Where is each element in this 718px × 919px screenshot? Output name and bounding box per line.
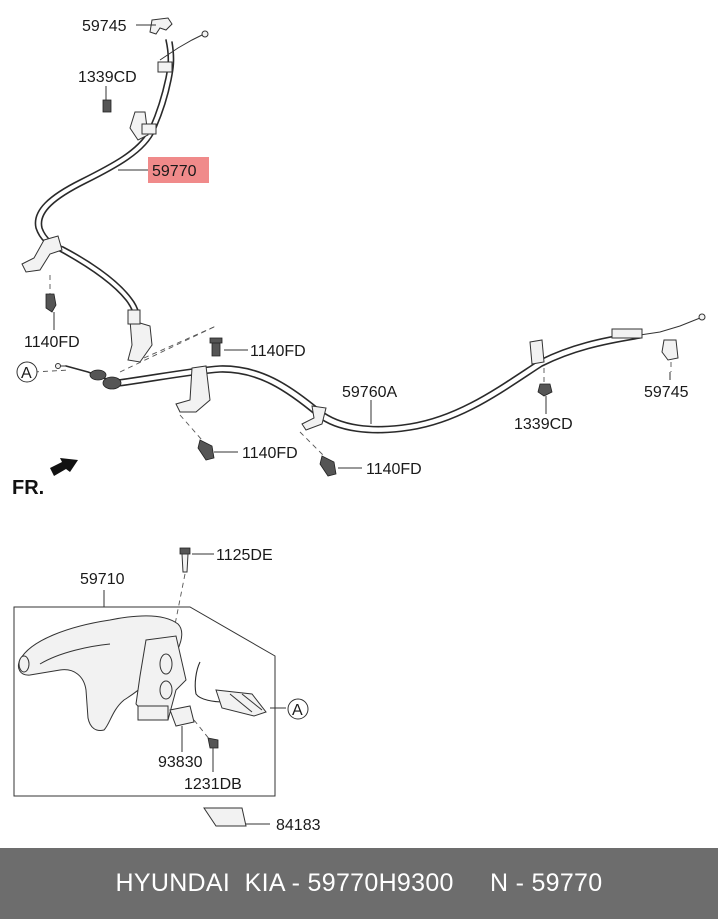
leader-lines bbox=[53, 24, 671, 469]
highlight-59770 bbox=[148, 157, 209, 183]
part-number-footer: HYUNDAI KIA - 59770H9300 N - 59770 bbox=[0, 848, 718, 919]
label-59760a: 59760A bbox=[342, 384, 397, 401]
label-59710: 59710 bbox=[80, 571, 125, 588]
callout-a-box: A bbox=[287, 698, 309, 720]
label-1231db: 1231DB bbox=[184, 776, 242, 793]
callout-a-top: A bbox=[16, 361, 38, 383]
label-1339cd-top: 1339CD bbox=[78, 69, 137, 86]
front-arrow-icon bbox=[50, 458, 78, 476]
front-cable-59770 bbox=[21, 17, 209, 363]
bolt-1140fd-low2 bbox=[319, 455, 337, 477]
label-84183: 84183 bbox=[276, 817, 321, 834]
rear-cable-59760a bbox=[55, 313, 706, 434]
label-93830: 93830 bbox=[158, 754, 203, 771]
parking-brake-cable-diagram: 59745 1339CD 59770 1140FD 1140FD 59760A … bbox=[12, 17, 706, 834]
svg-text:A: A bbox=[292, 702, 303, 719]
svg-text:A: A bbox=[21, 365, 32, 382]
label-1339cd-right: 1339CD bbox=[514, 416, 573, 433]
label-1140fd-mid: 1140FD bbox=[250, 343, 306, 360]
label-1140fd-low2: 1140FD bbox=[366, 461, 422, 478]
bolt-1140fd-low1 bbox=[197, 439, 215, 461]
label-59745-top: 59745 bbox=[82, 18, 127, 35]
fr-label: FR. bbox=[12, 477, 44, 499]
label-59770: 59770 bbox=[152, 163, 197, 180]
front-direction-indicator: FR. bbox=[12, 458, 78, 499]
footer-text: HYUNDAI KIA - 59770H9300 N - 59770 bbox=[115, 869, 603, 897]
label-1125de: 1125DE bbox=[216, 547, 273, 564]
lever-assembly-59710 bbox=[13, 547, 286, 827]
label-1140fd-left: 1140FD bbox=[24, 334, 80, 351]
bolt-1140fd-mid bbox=[209, 337, 223, 357]
label-59745-right: 59745 bbox=[644, 384, 689, 401]
label-1140fd-low1: 1140FD bbox=[242, 445, 298, 462]
